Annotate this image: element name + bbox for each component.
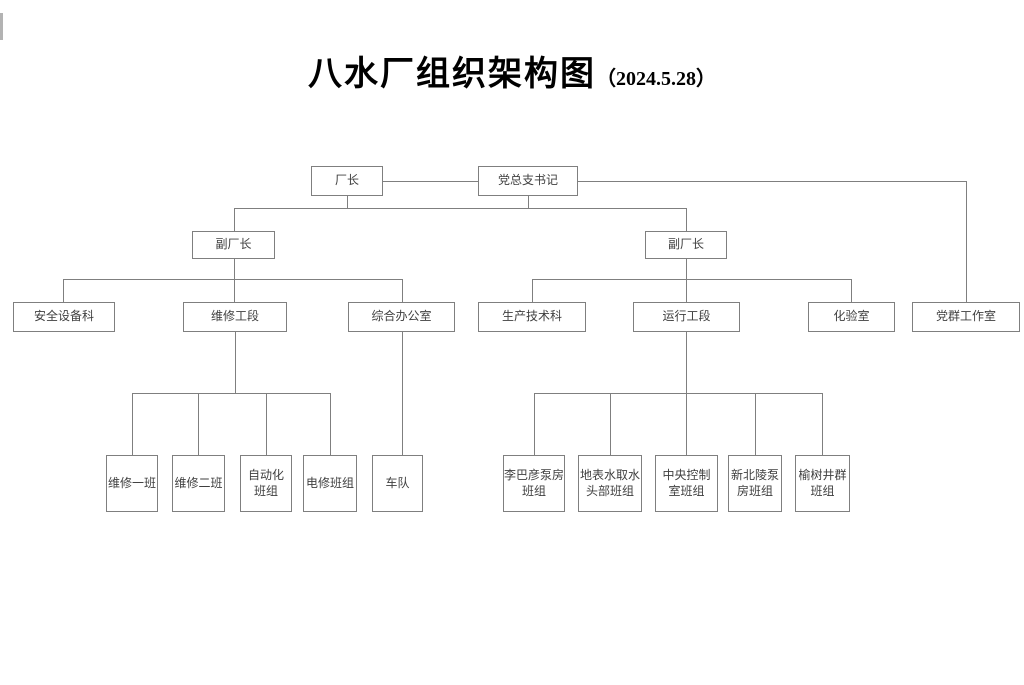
node-maintenance-team-1: 维修一班 (106, 455, 158, 512)
connector-line (402, 279, 403, 302)
connector-line (234, 259, 235, 279)
node-operation-section: 运行工段 (633, 302, 740, 332)
node-general-office: 综合办公室 (348, 302, 455, 332)
connector-secretary-partymass-h (578, 181, 967, 182)
connector-left-dept-bus (63, 279, 403, 280)
connector-deputy-bus (234, 208, 687, 209)
left-edge-marker (0, 13, 3, 40)
connector-line (347, 196, 348, 208)
node-deputy-director-right: 副厂长 (645, 231, 727, 259)
connector-line (686, 393, 687, 455)
node-maintenance-team-2: 维修二班 (172, 455, 225, 512)
connector-line (610, 393, 611, 455)
node-surface-water-intake-team: 地表水取水 头部班组 (578, 455, 642, 512)
node-yushu-well-cluster-team: 榆树井群 班组 (795, 455, 850, 512)
connector-line (822, 393, 823, 455)
connector-line (528, 196, 529, 208)
connector-line (132, 393, 133, 455)
connector-line (198, 393, 199, 455)
connector-office-motorpool (402, 332, 403, 455)
connector-line (686, 208, 687, 231)
connector-line (686, 332, 687, 393)
connector-line (266, 393, 267, 455)
connector-director-secretary (383, 181, 478, 182)
node-production-tech-dept: 生产技术科 (478, 302, 586, 332)
connector-line (234, 279, 235, 302)
connector-operation-team-bus (534, 393, 822, 394)
connector-right-dept-bus (532, 279, 852, 280)
connector-line (532, 279, 533, 302)
node-libayan-pump-house-team: 李巴彦泵房 班组 (503, 455, 565, 512)
node-party-mass-office: 党群工作室 (912, 302, 1020, 332)
connector-line (686, 259, 687, 279)
node-xinbeiling-pump-house-team: 新北陵泵 房班组 (728, 455, 782, 512)
node-party-secretary: 党总支书记 (478, 166, 578, 196)
chart-title-date: （2024.5.28） (596, 68, 716, 90)
node-safety-equipment-dept: 安全设备科 (13, 302, 115, 332)
chart-title-text: 八水厂组织架构图 (308, 56, 596, 93)
connector-line (235, 332, 236, 393)
connector-line (851, 279, 852, 302)
connector-line (534, 393, 535, 455)
node-deputy-director-left: 副厂长 (192, 231, 275, 259)
connector-line (755, 393, 756, 455)
node-motor-pool: 车队 (372, 455, 423, 512)
node-electrical-repair-team: 电修班组 (303, 455, 357, 512)
node-laboratory: 化验室 (808, 302, 895, 332)
connector-line (63, 279, 64, 302)
connector-line (234, 208, 235, 231)
node-maintenance-section: 维修工段 (183, 302, 287, 332)
node-automation-team: 自动化 班组 (240, 455, 292, 512)
connector-secretary-partymass-v (966, 181, 967, 302)
connector-maintenance-team-bus (132, 393, 331, 394)
page-title: 八水厂组织架构图（2024.5.28） (0, 46, 1024, 95)
connector-line (330, 393, 331, 455)
connector-line (686, 279, 687, 302)
node-central-control-room-team: 中央控制 室班组 (655, 455, 718, 512)
node-director: 厂长 (311, 166, 383, 196)
